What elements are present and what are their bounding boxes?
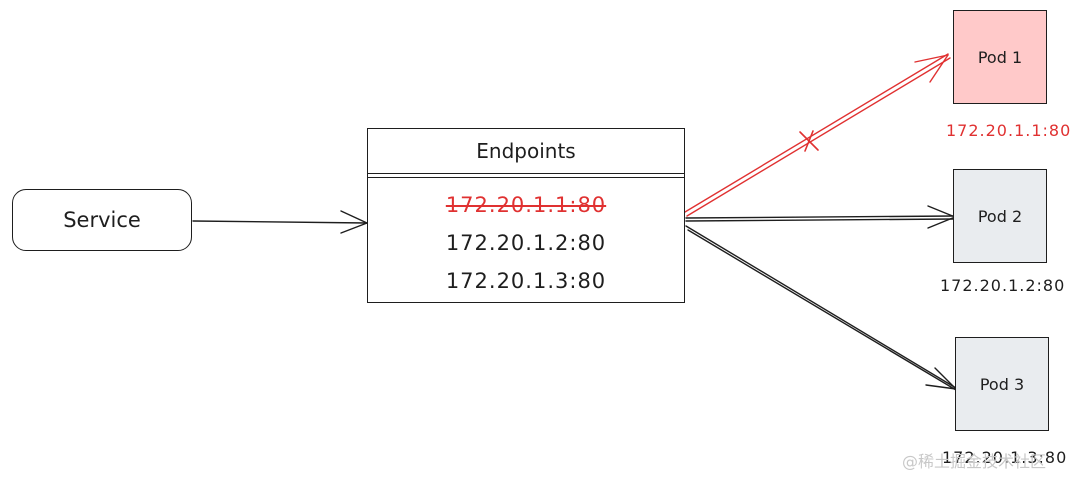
service-box[interactable]: Service (12, 189, 192, 251)
endpoints-list: 172.20.1.1:80 172.20.1.2:80 172.20.1.3:8… (368, 174, 684, 300)
pod-1-box[interactable]: Pod 1 (953, 10, 1047, 104)
pod-2-box[interactable]: Pod 2 (953, 169, 1047, 263)
pod-1-label: Pod 1 (977, 47, 1023, 67)
failed-x-mark (799, 130, 819, 152)
endpoints-to-pod2-arrow (685, 205, 956, 229)
pod-2-label: Pod 2 (977, 206, 1023, 226)
service-to-endpoints-arrow (192, 210, 368, 234)
endpoint-item-removed: 172.20.1.1:80 (445, 193, 607, 217)
pod-2-ip: 172.20.1.2:80 (940, 276, 1066, 295)
endpoints-to-pod3-arrow (685, 225, 957, 391)
endpoints-box[interactable]: Endpoints 172.20.1.1:80 172.20.1.2:80 17… (367, 128, 685, 303)
endpoints-to-pod1-arrow (684, 53, 951, 217)
endpoint-item: 172.20.1.2:80 (445, 231, 607, 255)
pod-3-box[interactable]: Pod 3 (955, 337, 1049, 431)
service-label: Service (63, 208, 141, 232)
pod-3-label: Pod 3 (979, 374, 1025, 394)
endpoints-title: Endpoints (368, 129, 684, 178)
watermark: @稀土掘金技术社区 (902, 452, 1047, 471)
pod-3-ip: 172.20.1.3:80 (942, 448, 1068, 467)
pod-1-ip: 172.20.1.1:80 (946, 121, 1072, 140)
endpoint-item: 172.20.1.3:80 (445, 269, 607, 293)
